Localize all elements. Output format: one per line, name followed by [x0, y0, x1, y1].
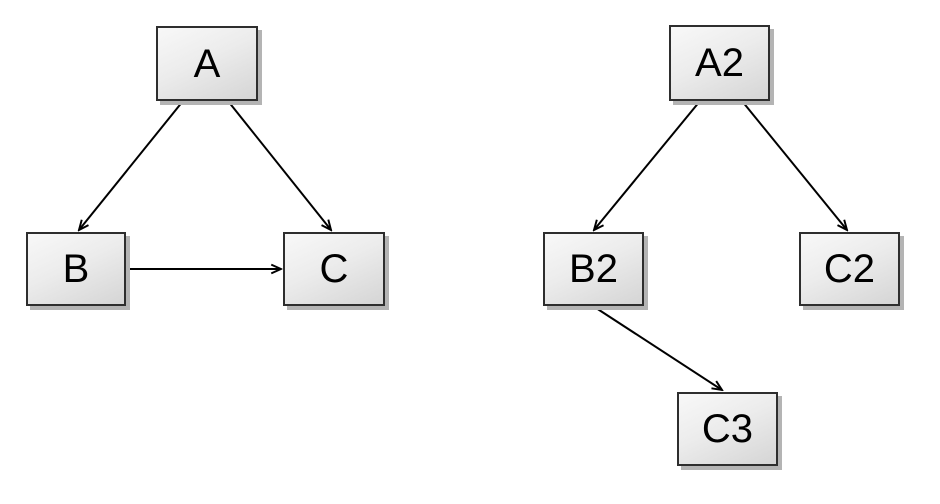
edge-B2-C3	[592, 305, 722, 390]
edge-A2-C2	[741, 100, 847, 230]
node-label-C: C	[319, 247, 349, 291]
node-label-A: A	[193, 41, 221, 86]
node-A[interactable]: A	[156, 26, 258, 101]
node-C[interactable]: C	[283, 232, 385, 306]
node-label-C3: C3	[701, 407, 754, 451]
node-B2[interactable]: B2	[543, 232, 644, 306]
node-label-C2: C2	[823, 247, 876, 291]
node-C2[interactable]: C2	[799, 232, 900, 306]
node-label-B2: B2	[569, 247, 618, 291]
edge-A2-B2	[594, 100, 701, 230]
node-B[interactable]: B	[26, 232, 126, 306]
node-label-B: B	[62, 247, 90, 291]
node-C3[interactable]: C3	[677, 392, 778, 466]
edge-A-C	[227, 100, 331, 230]
node-label-A2: A2	[695, 41, 744, 85]
edge-A-B	[79, 100, 184, 230]
node-A2[interactable]: A2	[669, 25, 770, 101]
edges-group	[79, 100, 847, 390]
